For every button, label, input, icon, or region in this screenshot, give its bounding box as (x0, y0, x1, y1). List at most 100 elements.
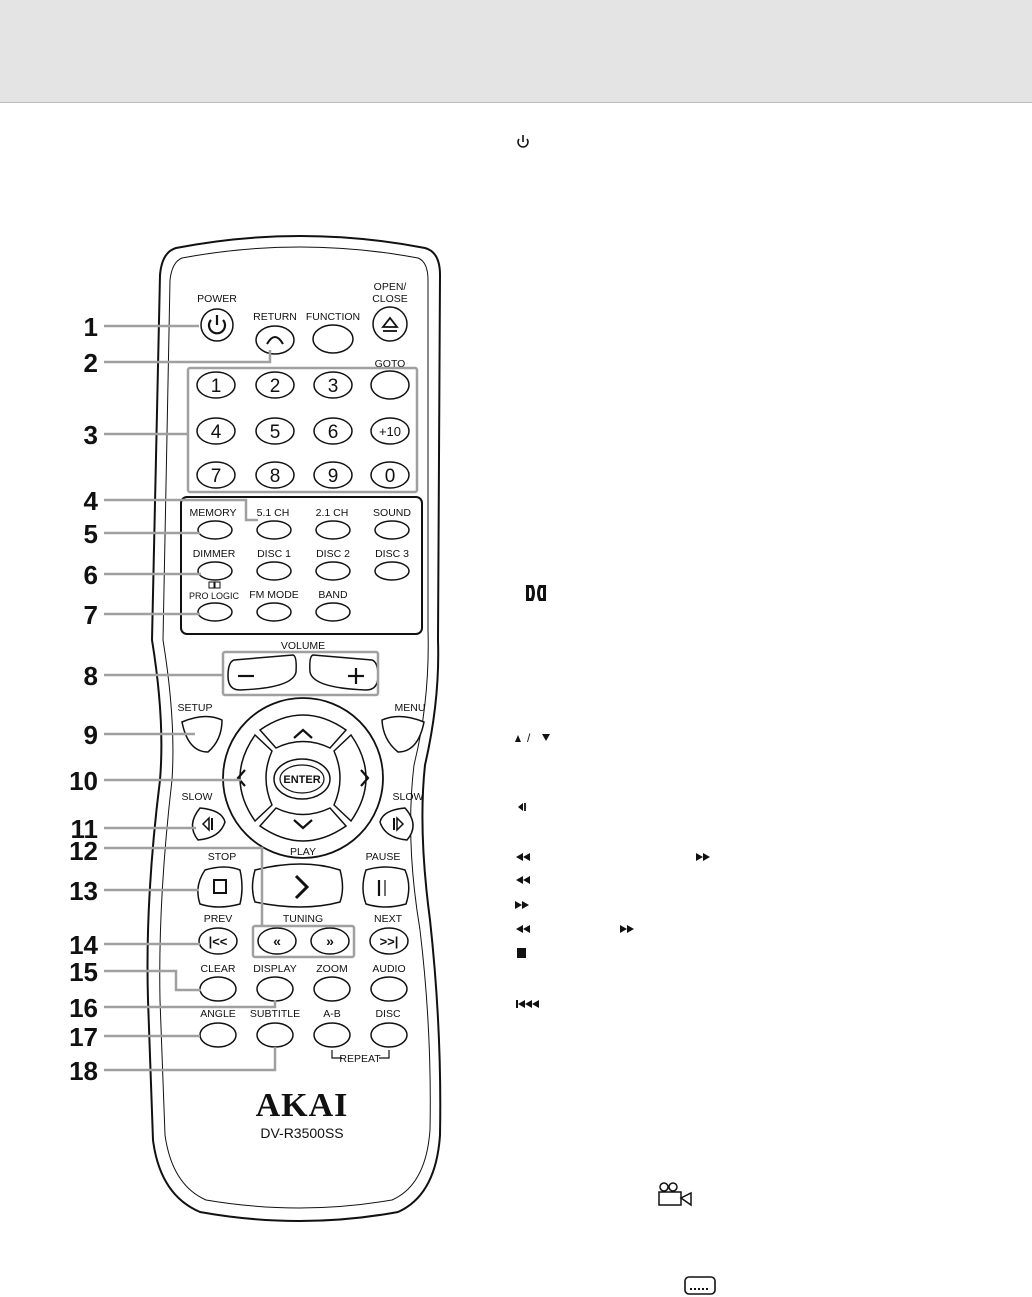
nav-left-button[interactable] (239, 733, 273, 823)
plus10-button[interactable] (370, 417, 410, 445)
return-button[interactable] (255, 325, 295, 355)
sound-button[interactable] (374, 520, 410, 540)
display-label: DISPLAY (253, 963, 297, 975)
ch51-button[interactable] (256, 520, 292, 540)
callout-18: 18 (69, 1056, 98, 1086)
callout-6: 6 (84, 560, 98, 590)
disc2-button[interactable] (315, 561, 351, 581)
angle-camera-icon (658, 1182, 692, 1207)
callout-10: 10 (69, 766, 98, 796)
svg-text:/: / (527, 731, 531, 745)
zoom-label: ZOOM (316, 963, 348, 975)
tuning-down-button[interactable] (257, 927, 297, 955)
power-label: POWER (197, 293, 237, 305)
tuning-down-icon: « (273, 933, 281, 949)
function-button[interactable] (312, 324, 354, 354)
remote-inner-outline (159, 246, 431, 1209)
goto-button[interactable] (370, 370, 410, 400)
audio-button[interactable] (370, 976, 408, 1002)
callout-11: 11 (71, 814, 99, 844)
next-button[interactable] (369, 927, 409, 955)
ab-repeat-button[interactable] (313, 1022, 351, 1048)
dimmer-label: DIMMER (193, 548, 236, 560)
angle-button[interactable] (199, 1022, 237, 1048)
digit-6-button[interactable] (313, 417, 353, 445)
callout-leaders (104, 324, 277, 1072)
fm-mode-button[interactable] (256, 602, 292, 622)
rewind-icon (516, 853, 530, 933)
play-button[interactable] (251, 863, 344, 908)
menu-button[interactable] (381, 715, 425, 753)
play-icon (294, 874, 310, 900)
callout-7: 7 (84, 600, 98, 630)
number-pad-group (186, 366, 419, 494)
plus-icon (348, 668, 364, 684)
sound-label: SOUND (373, 507, 411, 519)
subtitle-button[interactable] (256, 1022, 294, 1048)
callout-9: 9 (84, 720, 98, 750)
pause-button[interactable] (362, 866, 410, 908)
eject-icon (381, 316, 399, 332)
callout-14: 14 (69, 930, 98, 960)
digit-0-label: 0 (385, 466, 396, 487)
volume-down-button[interactable] (227, 654, 297, 691)
return-label: RETURN (253, 311, 297, 323)
digit-9-button[interactable] (313, 461, 353, 489)
dimmer-button[interactable] (197, 561, 233, 581)
open-close-label-2: CLOSE (372, 293, 408, 305)
dolby-icon (526, 585, 546, 601)
slow-right-label: SLOW (393, 791, 424, 803)
digit-5-label: 5 (270, 422, 281, 443)
ch51-label: 5.1 CH (257, 507, 290, 519)
enter-label: ENTER (283, 774, 320, 786)
digit-4-button[interactable] (196, 417, 236, 445)
band-button[interactable] (315, 602, 351, 622)
prev-button[interactable] (198, 927, 238, 955)
tuning-up-button[interactable] (310, 927, 350, 955)
clear-button[interactable] (199, 976, 237, 1002)
prev-label: PREV (204, 913, 233, 925)
open-close-button[interactable] (372, 306, 408, 342)
digit-2-label: 2 (270, 376, 281, 397)
arrow-up-down-icon: / (515, 731, 550, 745)
fast-forward-icon (515, 853, 710, 933)
setup-button[interactable] (181, 715, 223, 753)
digit-2-button[interactable] (255, 371, 295, 399)
digit-1-button[interactable] (196, 371, 236, 399)
digit-0-button[interactable] (370, 461, 410, 489)
callout-1: 1 (84, 312, 98, 342)
digit-5-button[interactable] (255, 417, 295, 445)
subtitle-label: SUBTITLE (250, 1008, 300, 1020)
plus10-label: +10 (379, 424, 401, 439)
chevron-left-icon (236, 769, 246, 787)
slow-reverse-icon (201, 816, 213, 832)
pro-logic-button[interactable] (197, 602, 233, 622)
disc3-button[interactable] (374, 561, 410, 581)
disc1-button[interactable] (256, 561, 292, 581)
digit-8-button[interactable] (255, 461, 295, 489)
ch21-button[interactable] (315, 520, 351, 540)
callout-12: 12 (69, 836, 98, 866)
callout-8: 8 (84, 661, 98, 691)
digit-7-label: 7 (211, 466, 222, 487)
digit-3-label: 3 (328, 376, 339, 397)
disc-repeat-button[interactable] (370, 1022, 408, 1048)
stop-icon (517, 948, 526, 958)
memory-button[interactable] (197, 520, 233, 540)
nav-right-button[interactable] (333, 733, 367, 823)
stop-button[interactable] (197, 866, 243, 908)
display-button[interactable] (256, 976, 294, 1002)
audio-label: AUDIO (372, 963, 405, 975)
setup-label: SETUP (177, 702, 212, 714)
digit-8-label: 8 (270, 466, 281, 487)
enter-button[interactable] (279, 764, 325, 794)
digit-3-button[interactable] (313, 371, 353, 399)
zoom-button[interactable] (313, 976, 351, 1002)
nav-up-button[interactable] (258, 714, 348, 749)
digit-7-button[interactable] (196, 461, 236, 489)
clear-label: CLEAR (200, 963, 235, 975)
next-icon: >>| (380, 934, 399, 949)
nav-down-button[interactable] (258, 807, 348, 842)
chevron-right-icon (360, 769, 370, 787)
